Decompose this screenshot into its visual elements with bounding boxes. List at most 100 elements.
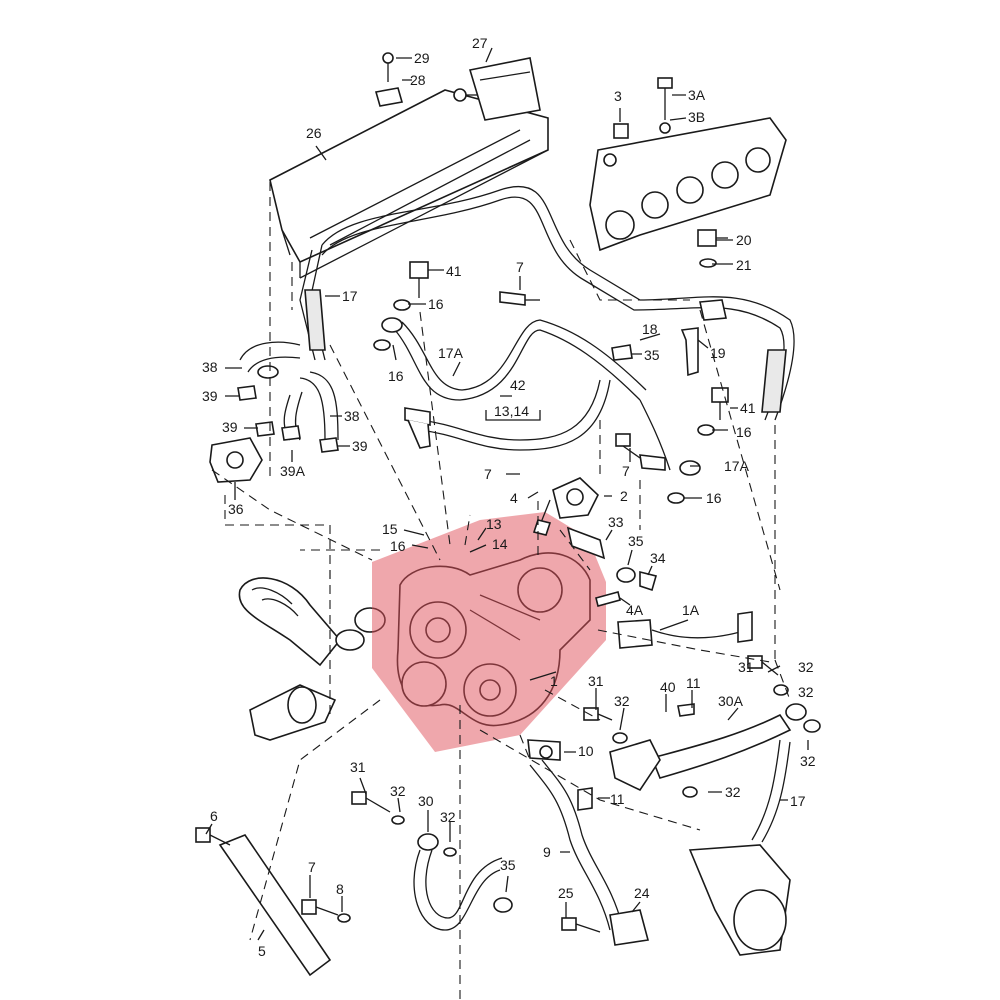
label-2: 2 — [620, 488, 628, 504]
intake-hose — [238, 577, 342, 667]
connector-34 — [639, 570, 657, 592]
clamps-39 — [237, 385, 339, 453]
label-16-upper: 16 — [428, 296, 444, 312]
label-32-lower-a: 32 — [390, 783, 406, 799]
bolt-31-mid — [583, 707, 628, 744]
callout-labels: 29 28 27 26 3 3A 3B 20 21 41 16 7 17 18 … — [202, 35, 816, 959]
clamp-35-upper — [611, 344, 633, 361]
label-5: 5 — [258, 943, 266, 959]
sensor-42 — [404, 407, 431, 449]
bolt-3A — [657, 77, 673, 134]
label-35-right: 35 — [628, 533, 644, 549]
label-30: 30 — [418, 793, 434, 809]
label-39-c: 39 — [352, 438, 368, 454]
label-38-upper: 38 — [202, 359, 218, 375]
washer-32 — [682, 786, 698, 798]
label-3B: 3B — [688, 109, 705, 125]
label-30A: 30A — [718, 693, 744, 709]
bolt-29 — [382, 52, 394, 82]
label-31-lower: 31 — [350, 759, 366, 775]
return-pipe-9 — [527, 739, 623, 931]
bolt-27 — [453, 88, 478, 102]
bracket-18-19 — [680, 299, 727, 377]
highlight-region — [372, 512, 606, 752]
label-9: 9 — [543, 844, 551, 860]
label-21: 21 — [736, 257, 752, 273]
label-16-right-b: 16 — [706, 490, 722, 506]
label-32-lower-right: 32 — [725, 784, 741, 800]
intake-boot-lower — [249, 684, 337, 741]
bracket-5 — [218, 834, 332, 977]
label-1A: 1A — [682, 602, 700, 618]
label-28: 28 — [410, 72, 426, 88]
label-27: 27 — [472, 35, 488, 51]
valve-36 — [209, 437, 263, 483]
clamp-35-lower — [493, 897, 513, 913]
label-6: 6 — [210, 808, 218, 824]
label-10: 10 — [578, 743, 594, 759]
label-35-lower: 35 — [500, 857, 516, 873]
label-4A: 4A — [626, 602, 644, 618]
label-32-right-b: 32 — [798, 684, 814, 700]
label-31-mid: 31 — [588, 673, 604, 689]
label-16-left: 16 — [388, 368, 404, 384]
label-17A-upper: 17A — [438, 345, 464, 361]
label-32-right-c: 32 — [800, 753, 816, 769]
label-25: 25 — [558, 885, 574, 901]
label-17-upper: 17 — [342, 288, 358, 304]
label-18: 18 — [642, 321, 658, 337]
label-41-upper: 41 — [446, 263, 462, 279]
clamp-35-right — [616, 567, 636, 583]
label-39-b: 39 — [222, 419, 238, 435]
label-35-upper: 35 — [644, 347, 660, 363]
hose-38-upper — [239, 341, 301, 379]
pipe-30 — [413, 833, 503, 931]
label-32-lower-b: 32 — [440, 809, 456, 825]
label-16-right-a: 16 — [736, 424, 752, 440]
label-11-lower: 11 — [610, 791, 625, 807]
oil-pipe-30A — [650, 703, 821, 779]
dashed-guide-lines — [211, 182, 791, 1000]
label-38-lower: 38 — [344, 408, 360, 424]
exhaust-manifold — [589, 117, 787, 252]
label-3: 3 — [614, 88, 622, 104]
label-42: 42 — [510, 377, 526, 393]
label-39-a: 39 — [202, 388, 218, 404]
label-11-upper: 11 — [686, 675, 701, 691]
label-13: 13 — [486, 516, 502, 532]
label-7-upper: 7 — [516, 259, 524, 275]
label-26: 26 — [306, 125, 322, 141]
label-7-mid: 7 — [484, 466, 492, 482]
nut-3 — [613, 123, 629, 139]
label-17-lower: 17 — [790, 793, 806, 809]
bolt-11-upper — [677, 703, 695, 717]
label-31-right: 31 — [738, 659, 754, 675]
bolt-31-lower — [351, 791, 405, 825]
label-32-mid: 32 — [614, 693, 630, 709]
oil-line-17 — [299, 185, 795, 421]
label-19: 19 — [710, 345, 726, 361]
bracket-lower-mid — [609, 739, 661, 792]
label-3A: 3A — [688, 87, 706, 103]
bolt-6 — [195, 827, 231, 846]
label-36: 36 — [228, 501, 244, 517]
label-7-lower: 7 — [308, 859, 316, 875]
bolt-7-8 — [301, 899, 351, 923]
gasket-2 — [552, 477, 599, 519]
label-15: 15 — [382, 521, 398, 537]
bolt-25 — [561, 917, 601, 933]
label-8: 8 — [336, 881, 344, 897]
label-29: 29 — [414, 50, 430, 66]
leader-lines — [205, 47, 809, 941]
label-20: 20 — [736, 232, 752, 248]
label-13-14-group: 13,14 — [494, 403, 529, 419]
bolt-7-upper — [499, 291, 540, 306]
banjo-bolt-41-right — [667, 387, 729, 504]
label-7-right: 7 — [622, 463, 630, 479]
sensor-1A — [617, 611, 753, 649]
oil-line-17A — [394, 319, 671, 471]
label-39A: 39A — [280, 463, 306, 479]
pipe-33 — [566, 526, 606, 560]
